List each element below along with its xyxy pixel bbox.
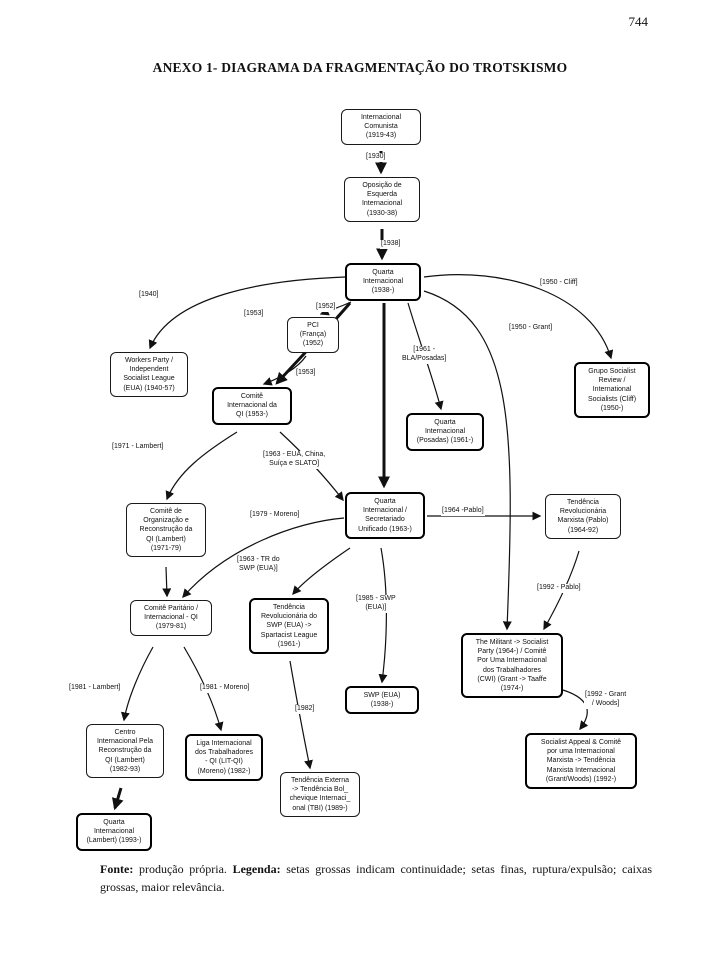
edge-qisu-swp: [378, 547, 388, 684]
edge-label-1971-lambert: [1971 - Lambert]: [111, 443, 165, 452]
node-qi-posadas: Quarta Internacional (Posadas) (1961-): [406, 413, 484, 451]
edge-label-1963-reunificacao: [1963 - EUA, China, Suíça e SLATO]: [262, 451, 327, 469]
page-title: ANEXO 1- DIAGRAMA DA FRAGMENTAÇÃO DO TRO…: [152, 60, 568, 75]
edge-label-1964-pablo: [1964 -Pablo]: [441, 507, 485, 516]
node-comite-organizacao: Comitê de Organização e Reconstrução da …: [126, 503, 206, 558]
edge-label-1992-pablo: [1992 - Pablo]: [536, 584, 582, 593]
edge-cir-qil: [112, 787, 124, 811]
edge-qi38-mil: [423, 290, 512, 631]
edge-label-1940: [1940]: [138, 291, 160, 300]
edge-label-1950-grant: [1950 - Grant]: [508, 324, 554, 333]
fonte-label: Fonte:: [100, 862, 134, 876]
node-lit-qi: Liga Internacional dos Trabalhadores - Q…: [185, 734, 263, 781]
edge-trswp-te: [289, 660, 313, 770]
edge-label-1953-pci: [1953]: [295, 369, 317, 378]
edge-label-1953-left: [1953]: [243, 310, 265, 319]
edge-label-1952: [1952]: [315, 303, 337, 312]
edge-label-1930: [1930]: [365, 153, 387, 162]
node-qi-lambert-1993: Quarta Internacional (Lambert) (1993-): [76, 813, 152, 851]
edge-label-1961-posadas: [1961 - BLA/Posadas]: [401, 346, 448, 364]
node-internacional-comunista: Internacional Comunista (1919-43): [341, 109, 421, 145]
edge-label-1985-swp: [1985 - SWP (EUA)]: [355, 595, 397, 613]
edge-label-1981-lambert: [1981 - Lambert]: [68, 684, 122, 693]
node-tendencia-marxista-pablo: Tendência Revolucionária Marxista (Pablo…: [545, 494, 621, 539]
edge-label-1981-moreno: [1981 - Moreno]: [199, 684, 251, 693]
edge-qisu-trswp: [292, 547, 351, 596]
edge-label-1950-cliff: [1950 - Cliff]: [539, 279, 579, 288]
node-swp-eua: SWP (EUA) (1938-): [345, 686, 419, 715]
node-tendencia-revolucionaria-swp: Tendência Revolucionária do SWP (EUA) ->…: [249, 598, 329, 655]
node-pci-franca: PCI (França) (1952): [287, 317, 339, 353]
legenda-label: Legenda:: [232, 862, 281, 876]
edge-label-1963-tr-swp: [1963 - TR do SWP (EUA)]: [236, 556, 281, 574]
thick-edges: [112, 151, 390, 811]
page-number: 744: [628, 14, 649, 29]
edge-label-1982: [1982]: [294, 705, 316, 714]
legenda-text: setas grossas indicam continuidade; seta…: [100, 862, 652, 894]
edge-label-1979-moreno: [1979 - Moreno]: [249, 511, 301, 520]
node-militant-cwi: The Militant -> Socialist Party (1964-) …: [461, 633, 563, 699]
fonte-text: produção própria.: [133, 862, 233, 876]
node-comite-internacional-qi: Comitê Internacional da QI (1953-): [212, 387, 292, 425]
node-centro-internacional: Centro Internacional Pela Reconstrução d…: [86, 724, 164, 779]
edge-cor-cp: [162, 566, 172, 598]
node-qi-secretariado-unificado: Quarta Internacional / Secretariado Unif…: [345, 492, 425, 539]
edge-label-1938: [1938]: [380, 240, 402, 249]
edge-label-1992-grant-woods: [1992 - Grant / Woods]: [584, 691, 628, 709]
node-tendencia-externa-tbi: Tendência Externa -> Tendência Bol_ chev…: [280, 772, 360, 817]
edge-ci-cor: [165, 431, 238, 501]
edge-cp-cir: [120, 646, 154, 722]
node-quarta-internacional-1938: Quarta Internacional (1938-): [345, 263, 421, 301]
node-grupo-socialist-review: Grupo Socialist Review / International S…: [574, 362, 650, 419]
node-socialist-appeal-imt: Socialist Appeal & Comitê por uma Intern…: [525, 733, 637, 790]
node-comite-paritario: Comitê Paritário / Internacional - QI (1…: [130, 600, 212, 636]
source-and-legend: Fonte: produção própria. Legenda: setas …: [100, 860, 652, 896]
edge-qi38-gsr: [423, 274, 614, 360]
node-workers-party: Workers Party / Independent Socialist Le…: [110, 352, 188, 397]
node-oposicao-esquerda: Oposição de Esquerda Internacional (1930…: [344, 177, 420, 222]
